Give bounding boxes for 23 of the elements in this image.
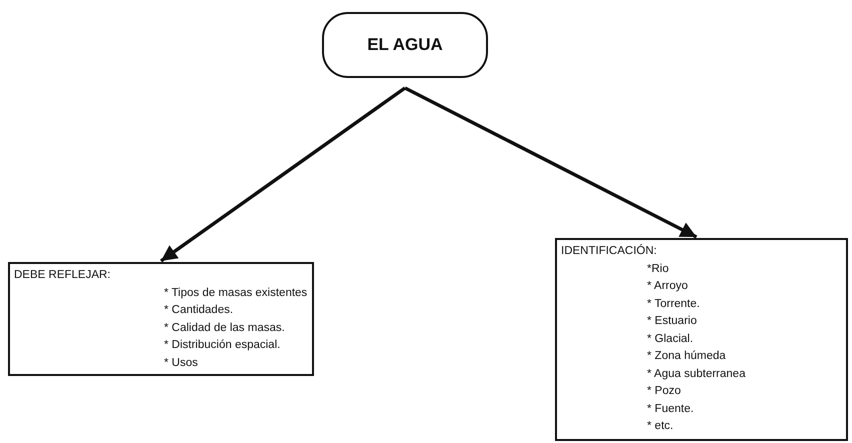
list-item: *Rio (647, 262, 670, 276)
list-item: * Fuente. (647, 402, 695, 416)
topic-box (322, 12, 488, 78)
list-item: * Arroyo (647, 279, 689, 294)
list-item: * Tipos de masas existentes (164, 286, 308, 300)
list-heading: DEBE REFLEJAR: (14, 268, 112, 283)
list-item: * Torrente. (647, 296, 701, 312)
list-item: * etc. (647, 419, 674, 434)
list-box (8, 262, 314, 376)
arrow (160, 86, 406, 262)
list-heading: IDENTIFICACIÓN: (561, 243, 658, 259)
topic-title: EL AGUA (367, 36, 443, 54)
list-item: * Agua subterranea (647, 366, 746, 382)
list-box (555, 238, 848, 441)
list-item: * Glacial. (647, 332, 694, 346)
arrow (404, 86, 698, 239)
list-item: * Distribución espacial. (164, 338, 282, 353)
list-item: * Zona húmeda (647, 349, 727, 364)
list-item: * Pozo (647, 384, 682, 399)
list-item: * Estuario (647, 314, 698, 329)
list-item: * Usos (164, 356, 199, 370)
list-item: * Cantidades. (164, 303, 234, 318)
list-item: * Calidad de las masas. (164, 320, 286, 336)
